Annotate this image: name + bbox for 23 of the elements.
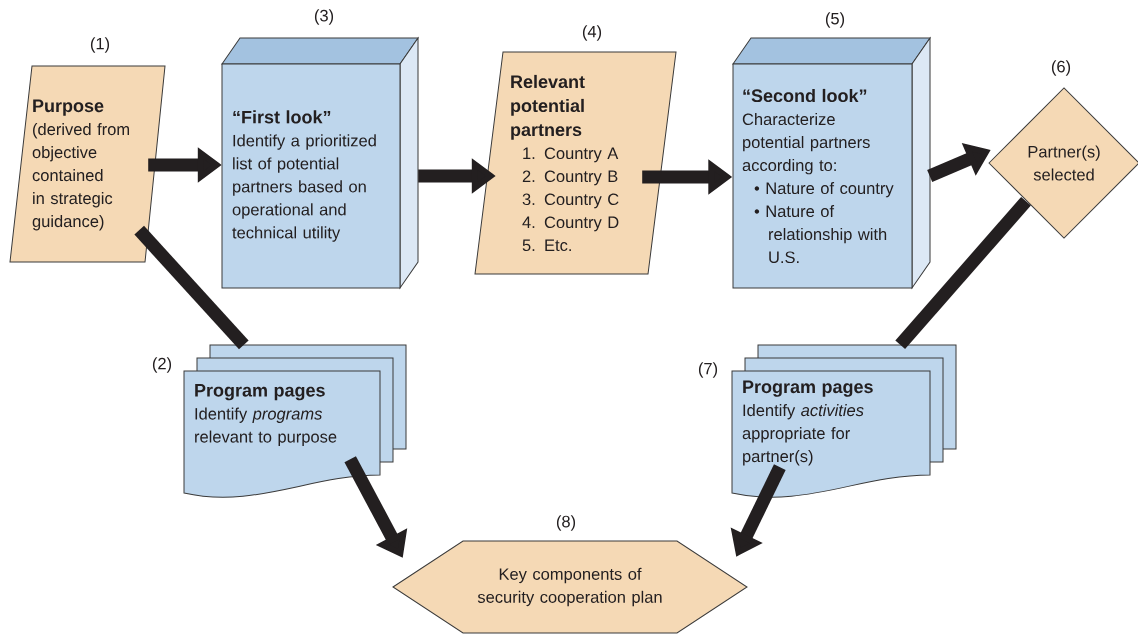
node-label: 5. Etc. [522, 239, 571, 252]
step-number: (4) [582, 25, 602, 41]
hexagon-box: Key components of security cooperation plan [392, 540, 748, 634]
step-number: (7) [698, 362, 718, 378]
cube-box: “First look” Identify a prioritized list of potential partners based on operational and technical utility [221, 37, 419, 289]
document-stack: Program pages Identify programs relevant to purpose [183, 344, 407, 498]
node-label: 4. Country D [522, 216, 619, 232]
step-number: (8) [556, 515, 576, 531]
document-stack: Program pages Identify activities appropriate for partner(s) [731, 344, 957, 498]
step-number: (1) [90, 37, 110, 53]
node-label: 2. Country B [522, 170, 618, 186]
step-number: (5) [825, 12, 845, 28]
connector-line [895, 196, 1031, 350]
step-number: (2) [152, 357, 172, 373]
step-number: (6) [1051, 60, 1071, 76]
connector-line [134, 225, 249, 350]
parallelogram-box: Purpose (derived from objective contained in strategic guidance) [9, 65, 166, 263]
parallelogram-box: Relevant potential partners 1. Country A 2. Country B 3. Country C 4. Country D 5. Etc. [474, 51, 677, 275]
node-label: 3. Country C [522, 193, 619, 209]
cube-box: “Second look” Characterize potential partners according to: • Nature of country • Nature of relationship with U.S. [732, 37, 931, 289]
node-label: 1. Country A [523, 147, 619, 163]
node-label: Relevant potential partners [511, 74, 585, 140]
step-number: (3) [314, 9, 334, 25]
